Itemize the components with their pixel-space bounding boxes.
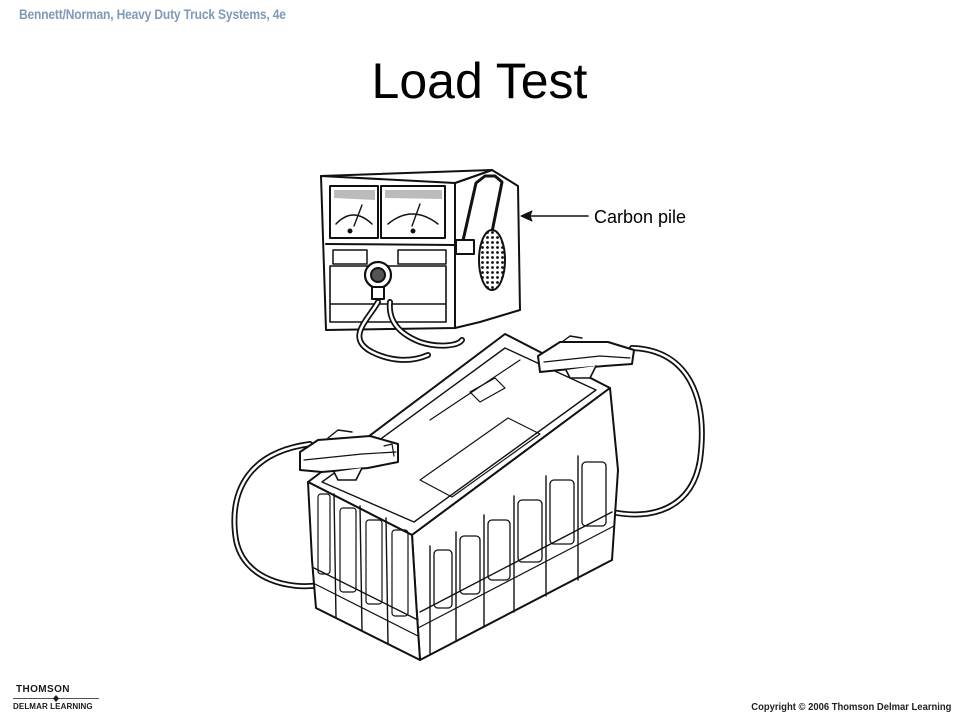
publisher-logo: THOMSON DELMAR LEARNING [13,684,105,714]
star-icon [13,695,99,702]
battery [307,333,619,661]
front-clamp [299,429,399,481]
logo-top-text: THOMSON [16,684,70,695]
copyright-notice: Copyright © 2006 Thomson Delmar Learning [750,701,951,713]
book-title: Bennett/Norman, Heavy Duty Truck Systems… [19,6,286,22]
slide-title: Load Test [371,53,588,109]
rear-clamp [537,335,635,379]
carbon-pile-arrow [520,210,589,222]
carbon-pile-label: Carbon pile [594,207,687,227]
logo-bottom-text: DELMAR LEARNING [13,702,93,711]
carbon-pile-tester [320,169,521,331]
